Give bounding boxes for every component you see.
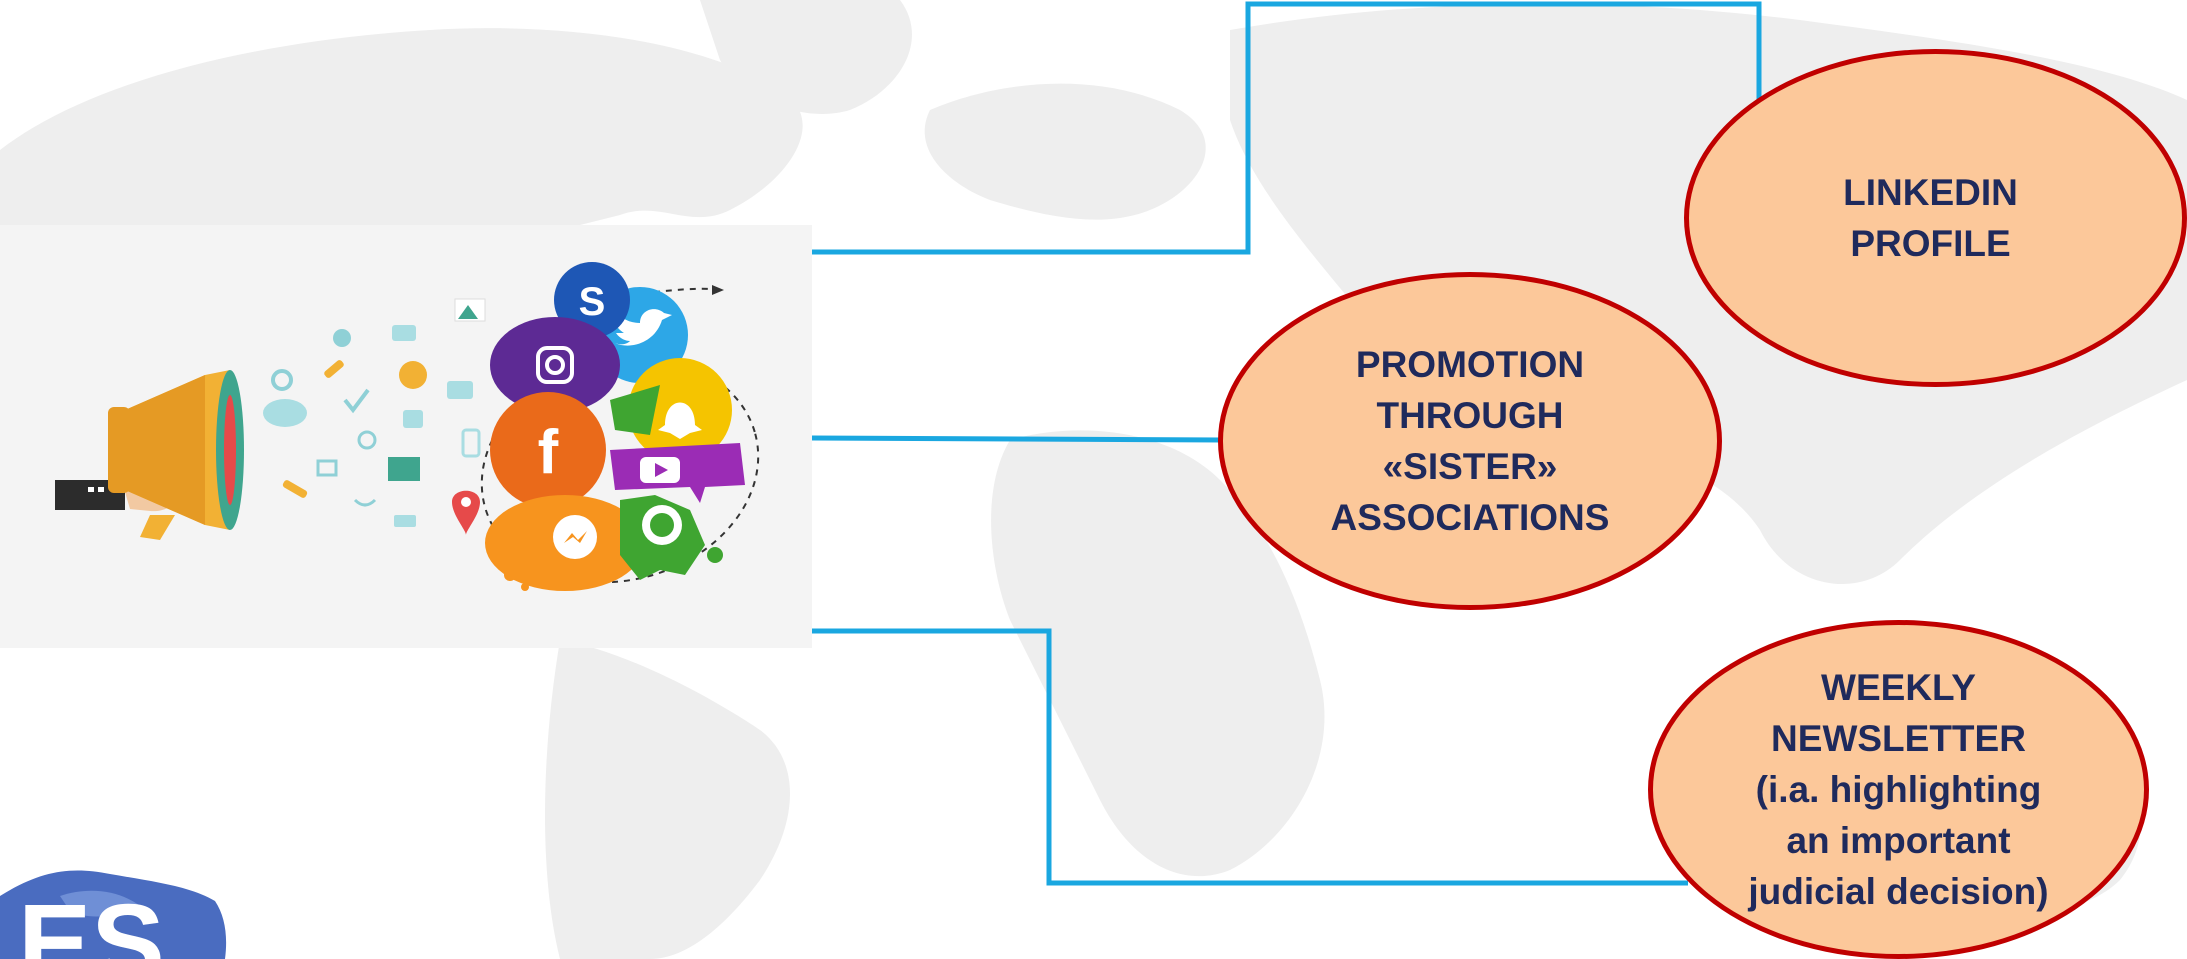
instagram-icon <box>490 317 620 413</box>
messenger-icon <box>485 495 645 591</box>
weekly-newsletter-node: WEEKLY NEWSLETTER (i.a. highlighting an … <box>1648 620 2149 959</box>
whatsapp-icon <box>620 495 723 580</box>
sister-associations-node: PROMOTION THROUGH «SISTER» ASSOCIATIONS <box>1218 272 1722 610</box>
connector-linkedin <box>812 1 1762 255</box>
linkedin-profile-label: LINKEDIN PROFILE <box>1843 172 2018 264</box>
weekly-newsletter-label: WEEKLY NEWSLETTER (i.a. highlighting an … <box>1748 667 2049 912</box>
snapchat-icon <box>628 358 732 462</box>
connector-newsletter <box>812 628 1688 886</box>
sister-associations-label: PROMOTION THROUGH «SISTER» ASSOCIATIONS <box>1330 344 1610 538</box>
connector-promotion <box>811 435 1223 443</box>
logo-text: ES <box>18 882 165 959</box>
svg-text:f: f <box>538 418 559 487</box>
social-media-graphic: S f <box>0 225 812 648</box>
linkedin-profile-node: LINKEDIN PROFILE <box>1684 49 2187 387</box>
svg-text:S: S <box>579 280 606 324</box>
facebook-icon: f <box>490 392 606 508</box>
megaphone-icon <box>55 370 244 540</box>
organization-logo: ES <box>0 870 227 959</box>
youtube-icon <box>610 443 745 503</box>
